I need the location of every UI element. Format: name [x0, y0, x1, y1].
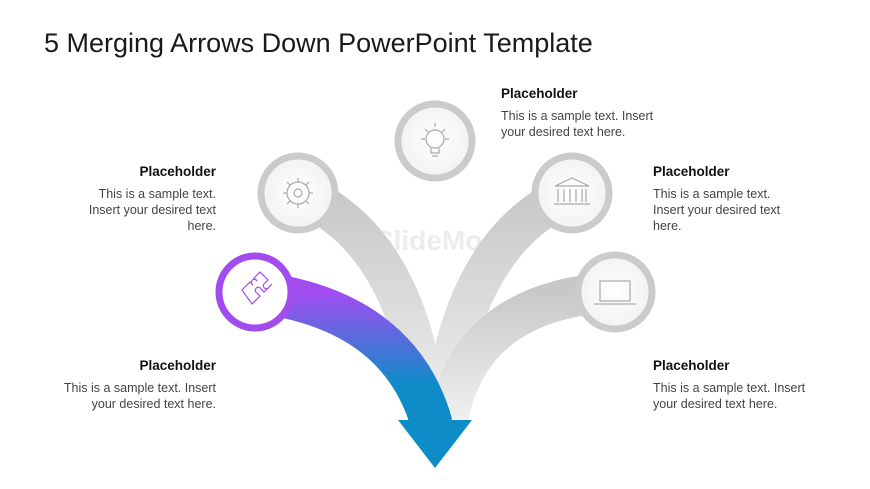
gear-icon: [283, 178, 313, 208]
arrowhead: [398, 420, 472, 468]
page-title: 5 Merging Arrows Down PowerPoint Templat…: [44, 28, 593, 58]
circle-lightbulb: [394, 100, 476, 182]
block-text: This is a sample text. Insert your desir…: [653, 187, 781, 233]
block-text: This is a sample text. Insert your desir…: [63, 381, 216, 411]
block-text: This is a sample text. Insert your desir…: [501, 109, 654, 139]
lightbulb-icon: [421, 123, 449, 157]
laptop-icon: [594, 280, 636, 305]
circle-gear: [257, 152, 339, 234]
block-heading: Placeholder: [501, 86, 578, 101]
block-heading: Placeholder: [653, 358, 730, 373]
block-heading: Placeholder: [653, 164, 730, 179]
block-text: This is a sample text. Insert your desir…: [653, 381, 806, 411]
puzzle-icon: [241, 271, 273, 305]
circle-puzzle: [215, 252, 295, 332]
block-heading: Placeholder: [139, 164, 216, 179]
block-heading: Placeholder: [139, 358, 216, 373]
circle-laptop: [574, 251, 656, 333]
bank-icon: [554, 177, 590, 205]
circle-bank: [531, 152, 613, 234]
block-text: This is a sample text. Insert your desir…: [88, 187, 216, 233]
